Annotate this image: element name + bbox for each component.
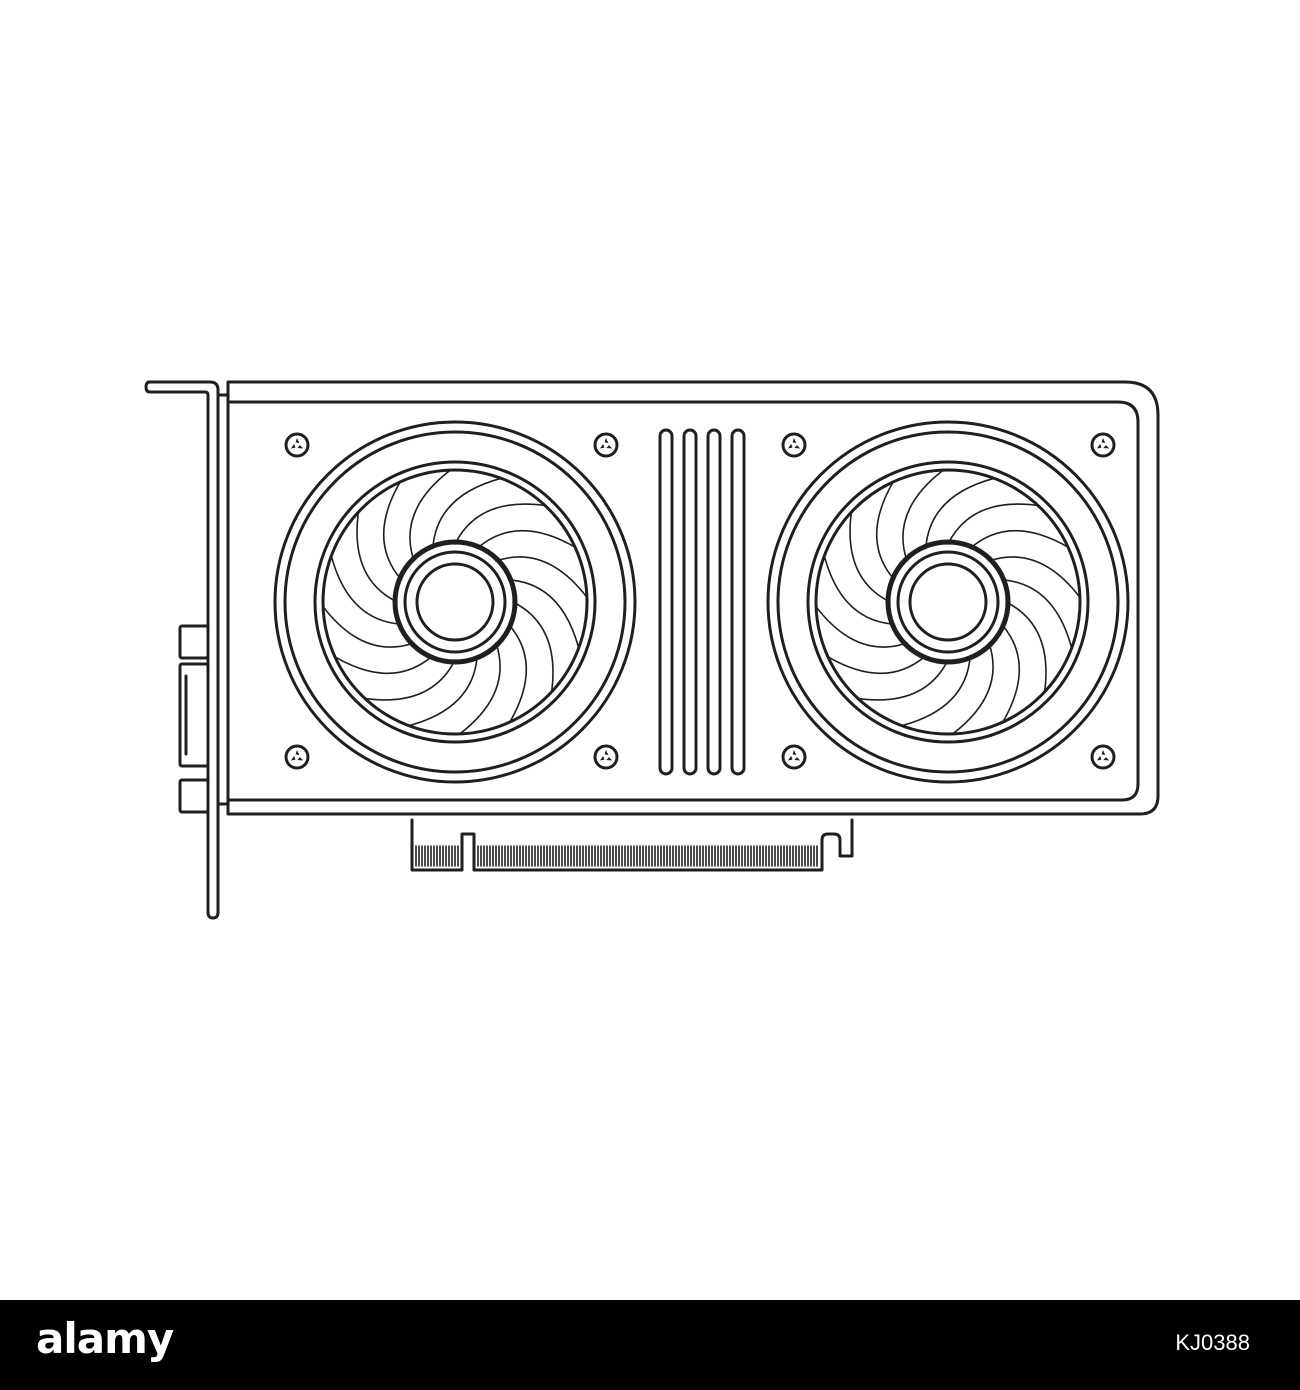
fan-blade: [512, 601, 554, 693]
fan-blade: [409, 469, 452, 562]
card-shroud: [226, 380, 1160, 816]
fan-blade: [334, 654, 434, 675]
pci-bracket: [144, 380, 230, 920]
fan-blade: [408, 654, 478, 727]
fan-blade: [925, 477, 995, 550]
fan-blade: [849, 511, 891, 603]
pcie-connector: [410, 818, 854, 872]
screws: [284, 432, 1116, 770]
graphics-card-illustration: [144, 380, 1160, 920]
fan-frame: [806, 460, 1090, 744]
dvi-port: [178, 662, 210, 768]
screw-icon: [284, 744, 310, 770]
fan-frame-inner: [321, 468, 589, 736]
watermark-logo: alamy: [36, 1314, 174, 1363]
displayport-port: [178, 778, 210, 814]
fan-blade: [432, 477, 502, 550]
fan-blade: [823, 555, 896, 625]
fan-blade: [902, 469, 945, 562]
fan-blade: [1000, 623, 1021, 723]
fan-blade: [827, 654, 927, 675]
screw-icon: [593, 432, 619, 458]
io-ports: [178, 624, 210, 814]
fan-hub-outer: [885, 539, 1011, 665]
fan-blade: [495, 556, 588, 599]
fan-blade: [875, 481, 896, 581]
fan-blade: [947, 503, 1039, 545]
fan-blade: [476, 529, 576, 550]
fan-blade: [969, 529, 1069, 550]
fan-blade: [330, 555, 403, 625]
fan-blades: [322, 469, 588, 735]
fan-hub-cap: [415, 562, 495, 642]
fan-ring-inner-edge: [776, 430, 1120, 774]
fan-hub-ring: [403, 550, 507, 654]
screw-icon: [1090, 744, 1116, 770]
fan-blade: [454, 503, 546, 545]
screw-icon: [781, 432, 807, 458]
fan-blade: [356, 511, 398, 603]
fan-blade: [507, 579, 580, 649]
fan-blade: [1005, 601, 1047, 693]
fan-hub-ring: [896, 550, 1000, 654]
fan-blades: [815, 469, 1081, 735]
fan-blade: [901, 654, 971, 727]
fan-outer-ring: [273, 420, 637, 784]
fan-blade: [507, 623, 528, 723]
heatsink-fins: [658, 428, 746, 776]
fan-blade: [364, 659, 456, 701]
fan-blade: [988, 556, 1081, 599]
screw-icon: [284, 432, 310, 458]
fan-outer-ring: [766, 420, 1130, 784]
fan-blade: [1000, 579, 1073, 649]
watermark-bar: alamy KJ0388: [0, 1300, 1300, 1390]
fan-blade: [951, 642, 994, 735]
fan-hub-outer: [392, 539, 518, 665]
fan-ring-inner-edge: [283, 430, 627, 774]
fan-blade: [857, 659, 949, 701]
fan-frame: [313, 460, 597, 744]
screw-icon: [781, 744, 807, 770]
fan-blade: [322, 605, 415, 648]
screw-icon: [1090, 432, 1116, 458]
hdmi-port: [178, 624, 210, 660]
fan-left: [273, 420, 637, 784]
fan-blade: [815, 605, 908, 648]
fan-hub-cap: [908, 562, 988, 642]
screw-icon: [593, 744, 619, 770]
fan-blade: [458, 642, 501, 735]
fan-blade: [382, 481, 403, 581]
fan-frame-inner: [814, 468, 1082, 736]
fan-right: [766, 420, 1130, 784]
watermark-image-id: KJ0388: [1175, 1330, 1250, 1355]
